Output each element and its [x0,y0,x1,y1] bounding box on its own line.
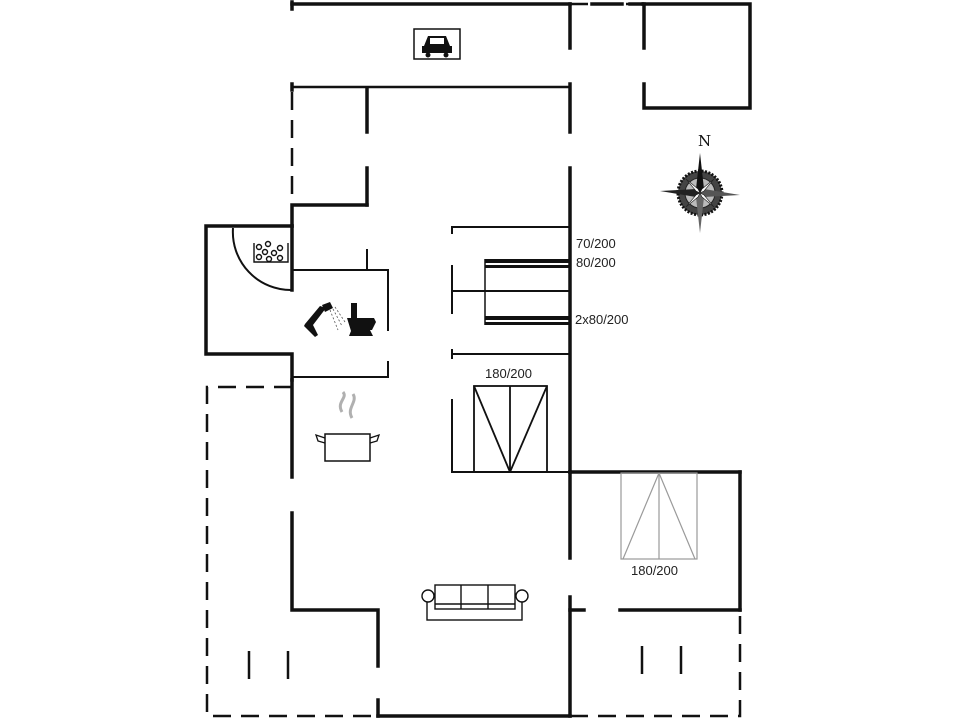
spa-door-arc [231,227,293,292]
compass-rose-icon [660,153,740,233]
bed-label-right-180-200: 180/200 [631,563,678,578]
bed-label-70-200: 70/200 [576,236,616,251]
shower-icon [304,302,346,337]
bed-label-center-180-200: 180/200 [485,366,532,381]
double-bed-right [620,472,698,560]
double-bed-center [473,385,548,473]
sofa-icon [421,584,529,621]
bed-label-80-200: 80/200 [576,255,616,270]
toilet-icon [347,303,376,336]
car-icon [413,28,461,60]
cooking-pot-icon [314,391,381,462]
terrace-marks [247,646,683,679]
whirlpool-icon [253,240,289,263]
compass-north-label: N [698,132,712,150]
bunk-bed [484,259,570,325]
bed-label-2x80-200: 2x80/200 [575,312,629,327]
dashed-outlines [205,2,742,718]
